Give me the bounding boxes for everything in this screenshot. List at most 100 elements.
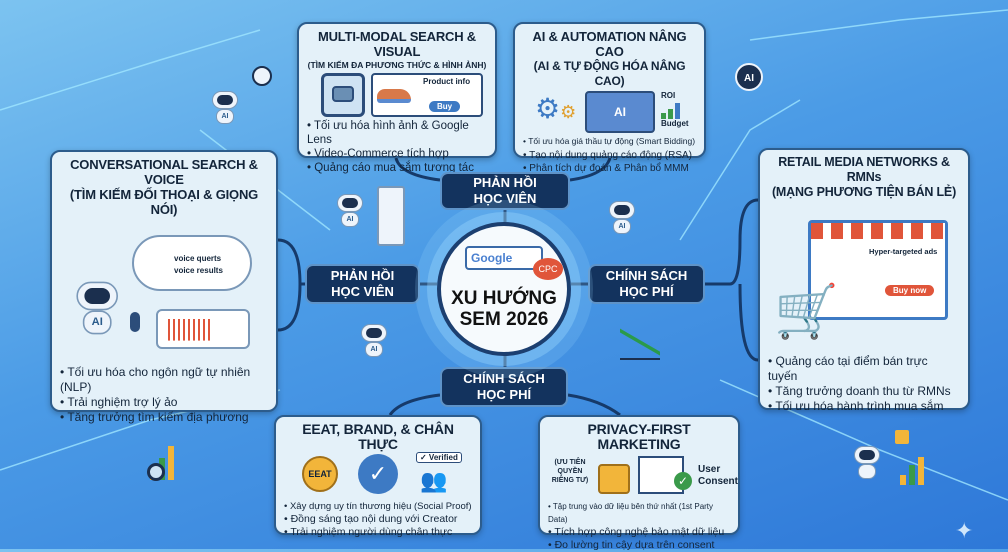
robot-icon: AI xyxy=(333,188,367,228)
card-title: MULTI-MODAL SEARCH & VISUAL xyxy=(317,29,476,59)
card-multimodal-search: MULTI-MODAL SEARCH & VISUAL (TÌM KIẾM ĐA… xyxy=(297,22,497,174)
card-title: CONVERSATIONAL SEARCH & VOICE xyxy=(70,157,258,187)
budget-label: Budget xyxy=(661,119,689,128)
user-consent-label: User Consent xyxy=(698,464,738,487)
verified-badge-icon: ✓ xyxy=(358,454,398,494)
card-title: RETAIL MEDIA NETWORKS & RMNs xyxy=(778,155,950,184)
list-item: Quảng cáo mua sắm tương tác xyxy=(307,161,487,175)
camera-phone-icon xyxy=(321,73,365,117)
voice-queries-label: voice querts xyxy=(174,254,222,263)
card-subtitle: (TÌM KIẾM ĐỐI THOẠI & GIỌNG NÓI) xyxy=(69,187,259,217)
eeat-list: Xây dựng uy tín thương hiệu (Social Proo… xyxy=(284,500,472,539)
pill-line: HỌC VIÊN xyxy=(331,284,394,299)
list-item: Tối ưu hóa hành trình mua sắm xyxy=(768,399,960,414)
card-title: PRIVACY-FIRST MARKETING xyxy=(587,421,691,452)
list-item: Xây dựng uy tín thương hiệu (Social Proo… xyxy=(284,500,472,513)
pill-line: PHẢN HỒI xyxy=(330,268,395,283)
card-ai-automation: AI & AUTOMATION NÂNG CAO (AI & TỰ ĐỘNG H… xyxy=(513,22,706,174)
card-conversational-search: CONVERSATIONAL SEARCH & VOICE (TÌM KIẾM … xyxy=(50,150,278,424)
product-card-icon: Product info Buy xyxy=(371,73,483,117)
control-panel-icon xyxy=(377,186,405,246)
microphone-icon xyxy=(130,312,140,332)
list-item: Quảng cáo tại điểm bán trực tuyến xyxy=(768,354,960,384)
cpc-badge: CPC xyxy=(533,258,563,280)
card-retail-media: RETAIL MEDIA NETWORKS & RMNs (MẠNG PHƯƠN… xyxy=(758,148,970,413)
ads-label: Hyper-targeted ads xyxy=(869,247,938,256)
list-item: Tạo nội dung quảng cáo động (RSA) xyxy=(523,149,696,163)
sparkle-icon: ✦ xyxy=(955,518,974,543)
product-info-label: Product info xyxy=(423,77,471,86)
list-item: Tập trung vào dữ liệu bên thứ nhất (1st … xyxy=(548,500,730,526)
list-item: Tăng trưởng doanh thu từ RMNs xyxy=(768,384,960,399)
robot-icon: AI xyxy=(605,195,639,235)
privacy-subtitle: (ƯU TIÊN QUYỀN RIÊNG TƯ) xyxy=(551,459,589,484)
list-item: Đo lường tin cậy dựa trên consent xyxy=(548,539,730,552)
growth-chart-icon xyxy=(620,325,660,360)
voice-cloud-icon: voice querts voice results xyxy=(132,235,252,291)
robot-icon xyxy=(850,440,884,480)
list-item: Tối ưu hóa hình ảnh & Google Lens xyxy=(307,119,487,147)
multimodal-list: Tối ưu hóa hình ảnh & Google Lens Video-… xyxy=(307,119,487,175)
buy-now-button[interactable]: Buy now xyxy=(885,285,935,296)
storefront-monitor-icon: Hyper-targeted ads Buy now xyxy=(808,220,948,320)
eeat-medal-icon: EEAT xyxy=(302,456,338,492)
soundwave-icon xyxy=(156,309,250,349)
consent-check-icon: ✓ xyxy=(674,472,692,490)
gears-icon: ⚙⚙ xyxy=(535,93,577,124)
list-item: Tích hợp công nghệ bảo mật dữ liệu xyxy=(548,526,730,539)
bar-chart-icon xyxy=(900,455,924,485)
roi-chart-icon: ROI Budget xyxy=(661,91,689,129)
list-item: Tăng trưởng tìm kiếm địa phương xyxy=(60,410,268,425)
ai-bubble-icon: AI xyxy=(735,63,763,91)
card-eeat-brand: EEAT, BRAND, & CHÂN THỰC EEAT ✓ ✓ Verifi… xyxy=(274,415,482,538)
padlock-icon xyxy=(598,464,630,494)
card-privacy-first: PRIVACY-FIRST MARKETING (ƯU TIÊN QUYỀN R… xyxy=(538,415,740,551)
list-item: Tối ưu hóa cho ngôn ngữ tự nhiên (NLP) xyxy=(60,365,268,395)
retail-list: Quảng cáo tại điểm bán trực tuyến Tăng t… xyxy=(768,354,960,414)
list-item: Tối ưu hóa giá thầu tự động (Smart Biddi… xyxy=(523,135,696,149)
shopping-cart-icon: 🛒 xyxy=(774,283,839,341)
voice-results-label: voice results xyxy=(174,266,223,275)
pill-line: HỌC PHÍ xyxy=(476,387,532,402)
padlock-icon xyxy=(895,430,909,444)
robot-icon: AI xyxy=(208,85,242,125)
ai-list: Tối ưu hóa giá thầu tự động (Smart Biddi… xyxy=(523,135,696,176)
shoe-icon xyxy=(377,89,411,103)
list-item: Trải nghiệm trợ lý ảo xyxy=(60,395,268,410)
verified-label: ✓ Verified xyxy=(416,452,462,463)
list-item: Đồng sáng tạo nội dung với Creator xyxy=(284,513,472,526)
pill-line: HỌC PHÍ xyxy=(619,284,674,299)
list-item: Trải nghiệm người dùng chân thực xyxy=(284,526,472,539)
pill-line: CHÍNH SÁCH xyxy=(605,268,688,283)
list-item: Phân tích dự đoán & Phân bổ MMM xyxy=(523,162,696,176)
roi-label: ROI xyxy=(661,91,676,100)
card-title: AI & AUTOMATION NÂNG CAO xyxy=(532,29,687,59)
pill-line: PHẢN HỒI xyxy=(473,175,537,190)
google-search-bar-icon: Google xyxy=(465,246,543,270)
globe-icon xyxy=(252,66,272,86)
awning-icon xyxy=(811,223,945,239)
conversational-list: Tối ưu hóa cho ngôn ngữ tự nhiên (NLP) T… xyxy=(60,365,268,425)
robot-icon: AI xyxy=(357,318,391,358)
users-icon: 👥 xyxy=(420,468,448,493)
list-item: Video-Commerce tích hợp xyxy=(307,147,487,161)
pill-line: HỌC VIÊN xyxy=(473,191,537,206)
pill-line: CHÍNH SÁCH xyxy=(463,371,545,386)
buy-button[interactable]: Buy xyxy=(429,101,461,112)
robot-icon: AI xyxy=(70,272,124,336)
ai-chip-label: AI xyxy=(614,105,626,119)
card-title: EEAT, BRAND, & CHÂN THỰC xyxy=(302,421,454,452)
privacy-list: Tập trung vào dữ liệu bên thứ nhất (1st … xyxy=(548,500,730,552)
magnifier-icon xyxy=(147,463,165,481)
card-subtitle: (TÌM KIẾM ĐA PHƯƠNG THỨC & HÌNH ẢNH) xyxy=(307,60,487,70)
card-subtitle: (MẠNG PHƯƠNG TIỆN BÁN LẺ) xyxy=(771,185,957,199)
ai-brain-panel-icon: AI xyxy=(585,91,655,133)
card-subtitle: (AI & TỰ ĐỘNG HÓA NÂNG CAO) xyxy=(533,59,686,88)
